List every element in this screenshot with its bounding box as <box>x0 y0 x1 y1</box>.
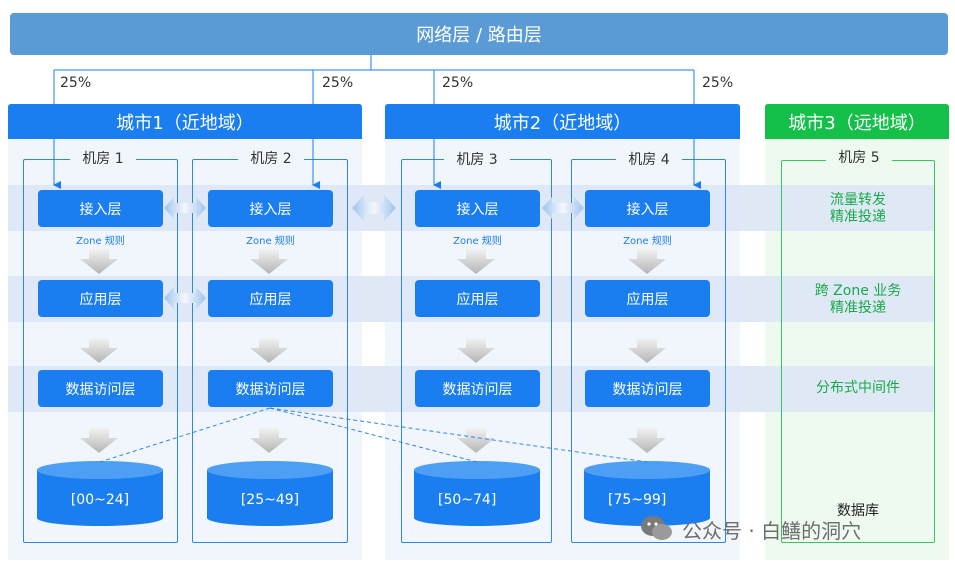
app-layer-room1[interactable]: 应用层 <box>38 280 163 317</box>
data-layer-room2[interactable]: 数据访问层 <box>208 370 333 407</box>
city3-db-label: 数据库 <box>837 503 879 519</box>
access-layer-room3[interactable]: 接入层 <box>415 190 540 227</box>
app-layer-room3[interactable]: 应用层 <box>415 280 540 317</box>
room4-label: 机房 4 <box>616 149 682 169</box>
city1-header: 城市1（近地域） <box>8 104 362 139</box>
database-1-range: [00~24] <box>70 492 130 508</box>
room1-label: 机房 1 <box>70 148 136 168</box>
access-layer-room4[interactable]: 接入层 <box>585 190 710 227</box>
traffic-pct-room2: 25% <box>322 75 354 91</box>
wechat-icon <box>640 514 674 542</box>
routing-lines <box>53 55 701 189</box>
room5-label: 机房 5 <box>826 147 892 167</box>
data-layer-room1[interactable]: 数据访问层 <box>38 370 163 407</box>
network-routing-layer-bar: 网络层 / 路由层 <box>10 13 948 55</box>
traffic-pct-room1: 25% <box>60 75 92 91</box>
network-layer-title: 网络层 / 路由层 <box>416 25 542 46</box>
city2-header: 城市2（近地域） <box>385 104 740 139</box>
zone-rule-room4: Zone 规则 <box>623 236 672 247</box>
city3-access-note: 流量转发 精准投递 <box>830 192 886 225</box>
down-arrows <box>80 249 666 453</box>
database-2 <box>207 461 333 526</box>
access-layer-room1[interactable]: 接入层 <box>38 190 163 227</box>
traffic-pct-room3: 25% <box>442 75 474 91</box>
city3-label: 城市3（远地域） <box>788 112 926 134</box>
database-1 <box>37 461 163 526</box>
database-3 <box>414 461 540 526</box>
app-layer-room2[interactable]: 应用层 <box>208 280 333 317</box>
city1-label: 城市1（近地域） <box>116 112 254 134</box>
data-layer-room4[interactable]: 数据访问层 <box>585 370 710 407</box>
city3-app-note: 跨 Zone 业务 精准投递 <box>814 283 902 316</box>
cross-room-arrows <box>164 195 584 309</box>
city2-label: 城市2（近地域） <box>493 112 632 134</box>
traffic-pct-room4: 25% <box>702 75 734 91</box>
room3-label: 机房 3 <box>444 149 510 169</box>
dashed-data-links <box>99 407 648 463</box>
database-4-range: [75~99] <box>608 492 667 508</box>
app-layer-room4[interactable]: 应用层 <box>585 280 710 317</box>
database-2-range: [25~49] <box>240 492 300 508</box>
zone-rule-room2: Zone 规则 <box>246 236 295 247</box>
city3-header: 城市3（远地域） <box>765 104 949 139</box>
city3-panel <box>765 104 949 560</box>
database-3-range: [50~74] <box>438 492 497 508</box>
city3-data-note: 分布式中间件 <box>816 380 900 396</box>
room2-label: 机房 2 <box>238 148 304 168</box>
data-layer-room3[interactable]: 数据访问层 <box>415 370 540 407</box>
zone-rule-room1: Zone 规则 <box>76 236 125 247</box>
access-layer-room2[interactable]: 接入层 <box>208 190 333 227</box>
zone-rule-room3: Zone 规则 <box>453 236 502 247</box>
watermark-text: 公众号 · 白鳝的洞穴 <box>682 519 862 543</box>
